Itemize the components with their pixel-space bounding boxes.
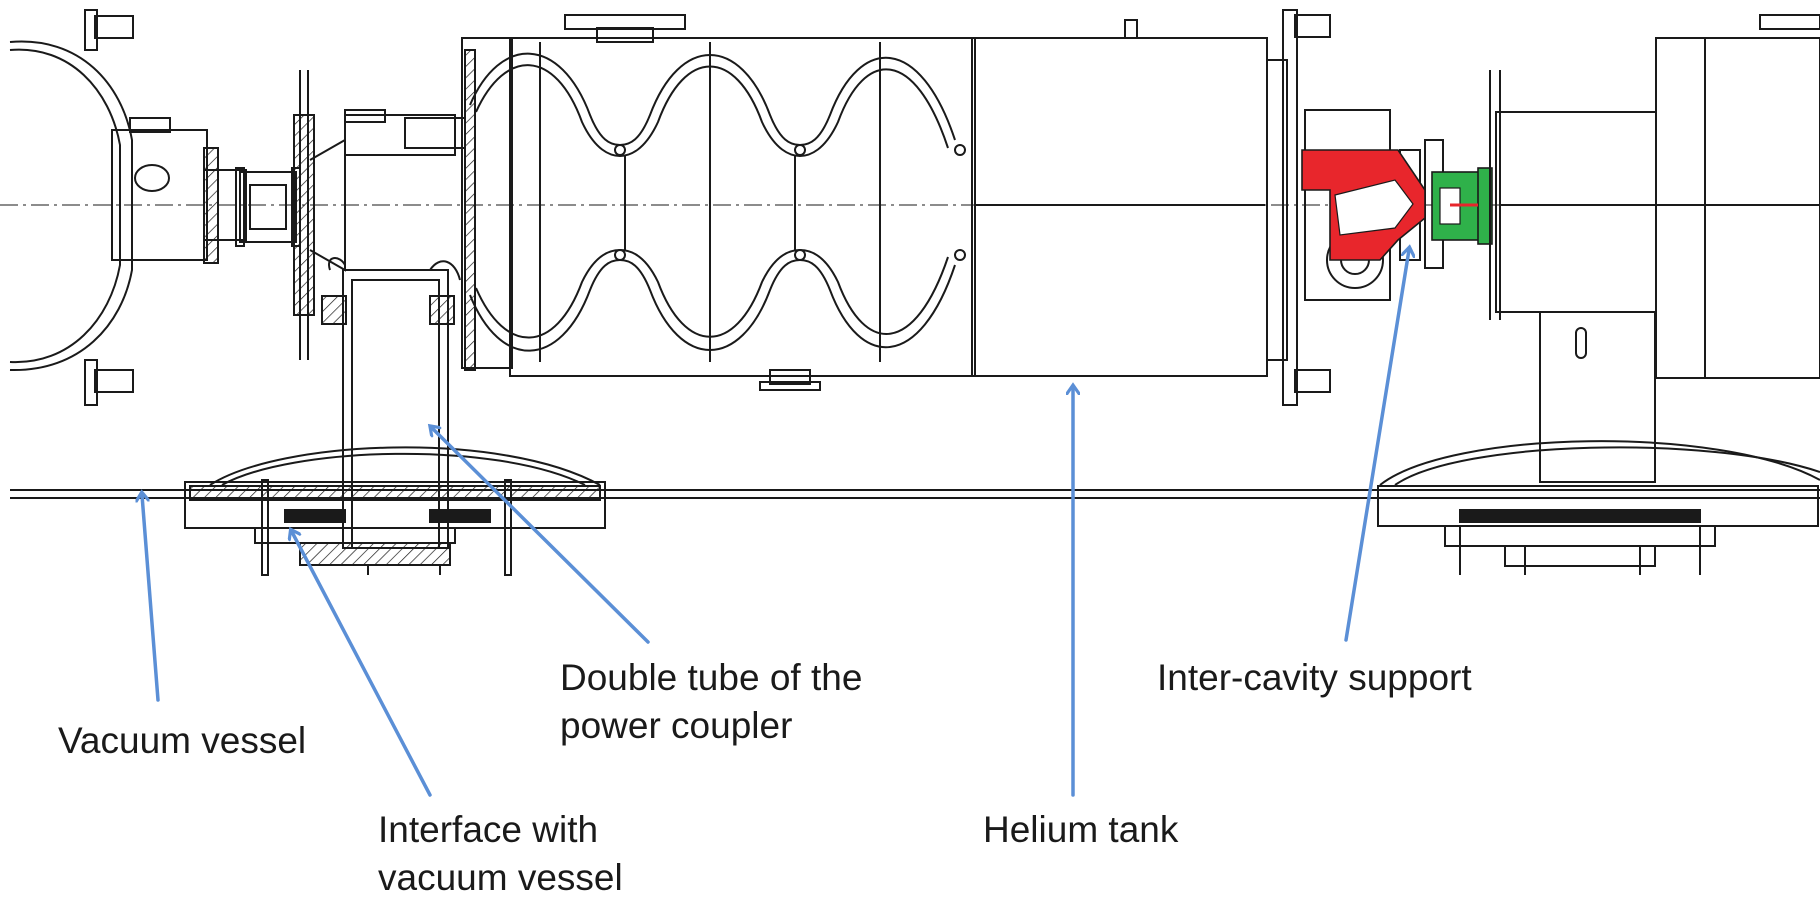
label-double-tube: Double tube of the power coupler	[560, 654, 862, 750]
label-inter-cavity-support: Inter-cavity support	[1157, 654, 1472, 702]
label-interface-line-1: Interface with	[378, 809, 599, 850]
main-cavity	[461, 14, 976, 391]
coupler-double-tube	[321, 257, 461, 549]
coupler-port-left	[184, 446, 606, 576]
helium-tank	[971, 9, 1331, 406]
label-double-tube-line-2: power coupler	[560, 705, 793, 746]
arrow-double-tube	[432, 428, 650, 644]
inter-cavity-flange-green	[1431, 167, 1493, 245]
label-helium-tank-text: Helium tank	[983, 809, 1179, 850]
arrow-vacuum-vessel	[142, 495, 160, 702]
arrow-inter-cavity	[1344, 250, 1409, 642]
coupler-flange	[293, 70, 466, 360]
label-inter-cavity-support-text: Inter-cavity support	[1157, 657, 1472, 698]
label-helium-tank: Helium tank	[983, 806, 1178, 854]
inter-cavity-support-red-inner	[1334, 179, 1414, 236]
annotation-arrows	[142, 250, 1409, 797]
arrow-interface	[292, 532, 432, 797]
label-double-tube-line-1: Double tube of the	[560, 657, 863, 698]
right-cavity	[1489, 14, 1820, 483]
label-interface-line-2: vacuum vessel	[378, 857, 623, 898]
label-vacuum-vessel-text: Vacuum vessel	[58, 720, 307, 761]
coupler-port-right	[1377, 440, 1820, 575]
left-cavity	[9, 9, 247, 406]
label-interface: Interface with vacuum vessel	[378, 806, 623, 902]
label-vacuum-vessel: Vacuum vessel	[58, 717, 306, 765]
